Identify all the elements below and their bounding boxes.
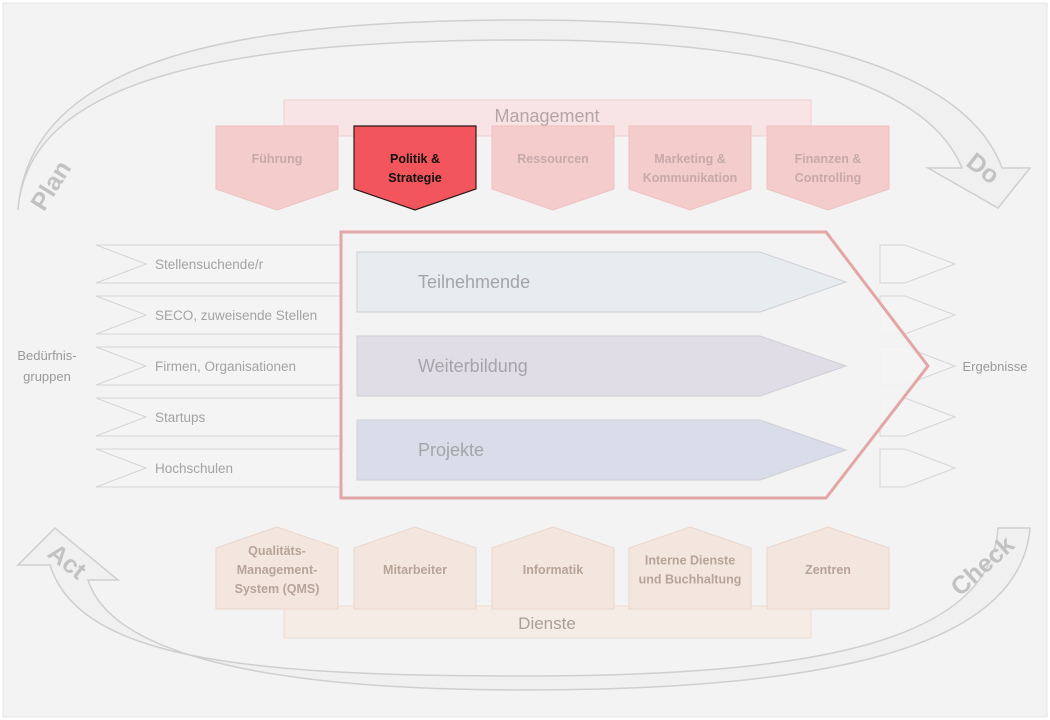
stakeholder-item[interactable]: Startups xyxy=(95,397,346,437)
service-item-shape xyxy=(353,526,477,610)
service-item-shape xyxy=(491,526,615,610)
stakeholder-item[interactable]: SECO, zuweisende Stellen xyxy=(95,295,346,335)
stakeholder-label: Firmen, Organisationen xyxy=(155,359,296,374)
services-title: Dienste xyxy=(518,614,576,633)
management-item[interactable]: Marketing & Kommunikation xyxy=(628,125,752,211)
stakeholder-label: Hochschulen xyxy=(155,461,233,476)
stakeholder-label: Stellensuchende/r xyxy=(155,257,264,272)
service-item-label: Management- xyxy=(237,563,318,577)
stakeholder-label: Startups xyxy=(155,410,206,425)
stakeholder-item[interactable]: Hochschulen xyxy=(95,448,346,488)
management-item-label: Kommunikation xyxy=(643,171,737,185)
core-process-label: Weiterbildung xyxy=(418,356,528,376)
stakeholder-label: SECO, zuweisende Stellen xyxy=(155,308,317,323)
service-item-label: Interne Dienste xyxy=(645,554,735,568)
service-item[interactable]: Interne Dienste und Buchhaltung xyxy=(628,526,752,610)
core-process-item[interactable]: Weiterbildung xyxy=(356,335,848,397)
service-item[interactable]: Informatik xyxy=(491,526,615,610)
service-item-label: und Buchhaltung xyxy=(639,573,742,587)
management-item-shape xyxy=(353,125,477,211)
core-process-item[interactable]: Projekte xyxy=(356,419,848,481)
service-item-shape xyxy=(215,526,339,610)
management-item-shape xyxy=(766,125,890,211)
service-item-label: System (QMS) xyxy=(235,582,320,596)
services-band xyxy=(283,605,812,639)
output-arrow xyxy=(879,448,957,488)
service-item-shape xyxy=(628,526,752,610)
stakeholder-item[interactable]: Firmen, Organisationen xyxy=(95,346,346,386)
management-items: Führung Politik & Strategie Ressourcen Marke… xyxy=(215,125,890,211)
core-process-arrow xyxy=(356,251,848,313)
services-items: Qualitäts- Management- System (QMS) Mitarbe… xyxy=(215,526,890,610)
services-group: Dienste Qualitäts- Management- System (QMS… xyxy=(215,526,890,639)
management-item-label: Finanzen & xyxy=(795,152,862,166)
management-item[interactable]: Ressourcen xyxy=(491,125,615,211)
management-item-label: Ressourcen xyxy=(517,152,589,166)
management-item-shape xyxy=(628,125,752,211)
management-item[interactable]: Politik & Strategie xyxy=(353,125,477,211)
results-label: Ergebnisse xyxy=(962,359,1027,374)
service-item-label: Mitarbeiter xyxy=(383,563,447,577)
plan-do-arrow xyxy=(17,19,1032,211)
management-group: Management Führung Politik & Strategie Ress… xyxy=(215,99,890,211)
management-item-shape xyxy=(215,125,339,211)
stakeholder-chevron xyxy=(95,244,346,284)
stakeholder-chevron xyxy=(95,295,346,335)
stakeholder-item[interactable]: Stellensuchende/r xyxy=(95,244,346,284)
core-process-arrow xyxy=(356,419,848,481)
management-item[interactable]: Führung xyxy=(215,125,339,211)
management-item[interactable]: Finanzen & Controlling xyxy=(766,125,890,211)
management-item-shape xyxy=(491,125,615,211)
management-item-label: Politik & xyxy=(390,152,440,166)
stakeholder-group: Bedürfnis- gruppen Stellensuchende/rSECO… xyxy=(17,244,346,488)
check-act-arrow xyxy=(16,526,1031,691)
core-process-arrow xyxy=(356,335,848,397)
management-item-label: Marketing & xyxy=(654,152,726,166)
service-item-label: Informatik xyxy=(523,563,583,577)
stakeholder-chevron xyxy=(95,397,346,437)
service-item[interactable]: Mitarbeiter xyxy=(353,526,477,610)
stakeholder-label-line2: gruppen xyxy=(23,369,71,384)
service-item-label: Zentren xyxy=(805,563,851,577)
stakeholder-label-line1: Bedürfnis- xyxy=(17,348,76,363)
service-item-shape xyxy=(766,526,890,610)
stakeholder-chevron xyxy=(95,448,346,488)
core-process-label: Projekte xyxy=(418,440,484,460)
service-item[interactable]: Qualitäts- Management- System (QMS) xyxy=(215,526,339,610)
management-item-label: Strategie xyxy=(388,171,442,185)
management-item-label: Führung xyxy=(252,152,303,166)
management-item-label: Controlling xyxy=(795,171,862,185)
service-item[interactable]: Zentren xyxy=(766,526,890,610)
stakeholder-chevron xyxy=(95,346,346,386)
output-arrow xyxy=(879,244,957,284)
service-item-label: Qualitäts- xyxy=(248,544,306,558)
core-process-item[interactable]: Teilnehmende xyxy=(356,251,848,313)
core-process-label: Teilnehmende xyxy=(418,272,530,292)
management-title: Management xyxy=(494,106,599,126)
